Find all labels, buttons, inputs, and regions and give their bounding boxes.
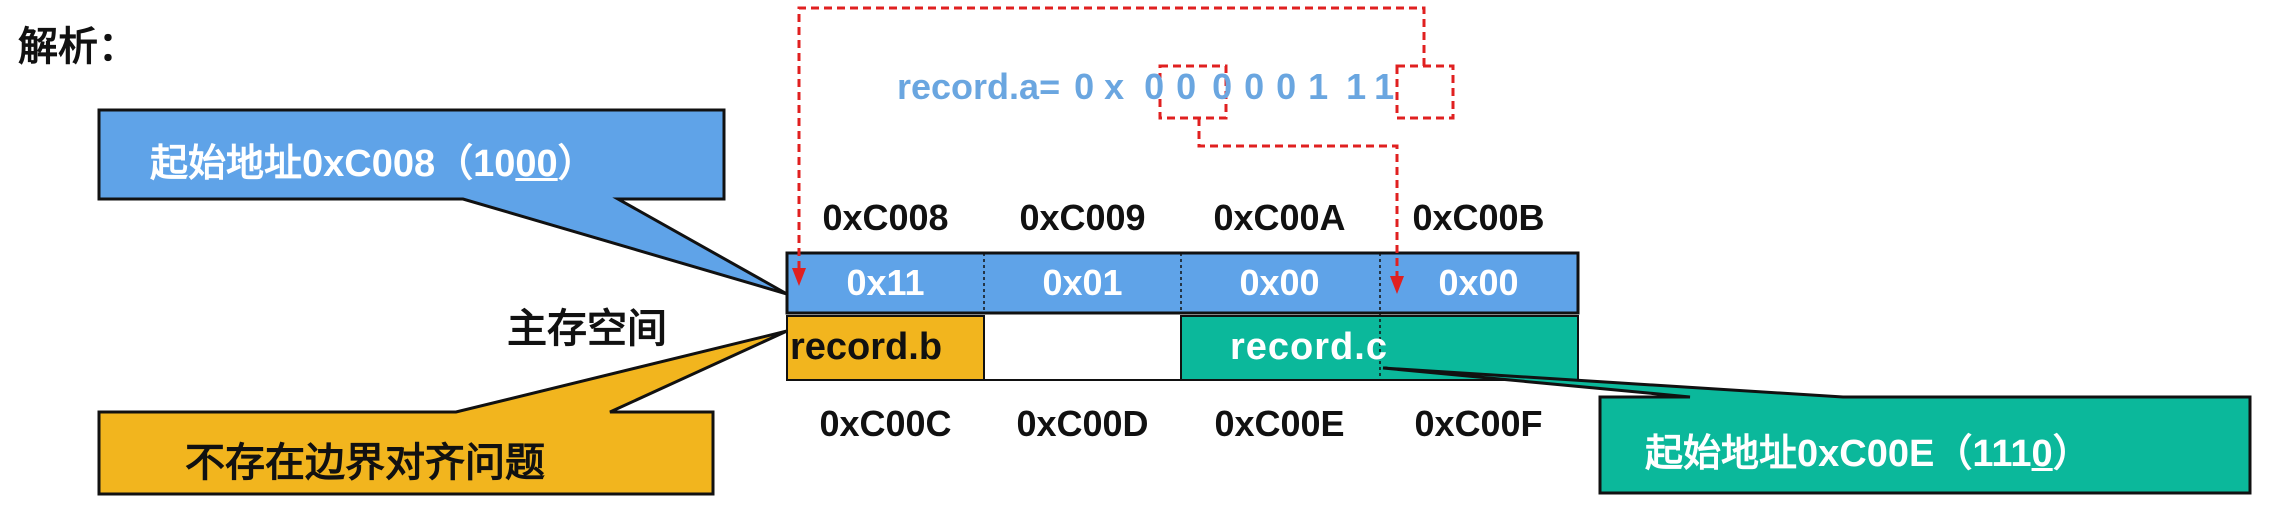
red-dashed-arrows (797, 6, 1455, 278)
memory-cell: 0x00 (1438, 262, 1519, 303)
address-label: 0xC00D (1016, 403, 1149, 444)
hex-digit: 0 (1276, 66, 1297, 107)
record-b-cell: record.b (790, 326, 943, 368)
record-b-bg (786, 315, 985, 381)
record-a-value: record.a= 0 x 0 0 0 0 0 1 1 1 (897, 66, 1398, 108)
hex-digit: 0 (1144, 66, 1165, 107)
address-label: 0xC00B (1412, 197, 1545, 238)
hex-digit: 1 (1308, 66, 1329, 107)
blue-callout-text: 起始地址0xC008（1000） (150, 143, 596, 185)
record-c-cell: record.c (1230, 326, 1388, 368)
teal-callout-shape (1382, 366, 2252, 495)
record-a-label: record.a= (897, 66, 1061, 107)
teal-callout-text: 起始地址0xC00E（1110） (1645, 433, 2091, 475)
orange-callout-shape (97, 329, 788, 496)
arrow-head (792, 268, 806, 286)
orange-callout-text: 不存在边界对齐问题 (185, 441, 545, 485)
hex-digit: 0 (1176, 66, 1197, 107)
address-label: 0xC00A (1213, 197, 1346, 238)
address-label: 0xC00F (1414, 403, 1543, 444)
memory-label: 主存空间 (507, 307, 667, 351)
memory-cell: 0x01 (1042, 262, 1123, 303)
address-label: 0xC00E (1214, 403, 1345, 444)
arrow-head (1390, 276, 1404, 294)
address-label: 0xC008 (822, 197, 949, 238)
memory-cell: 0x11 (846, 262, 925, 303)
row1-bg (785, 251, 1580, 315)
hex-digit: 1 (1346, 66, 1367, 107)
heading: 解析： (18, 25, 138, 69)
hex-digit: 0 (1212, 66, 1233, 107)
hex-prefix: 0 x (1074, 66, 1125, 107)
hex-digit: 1 (1374, 66, 1395, 107)
blue-callout-shape (97, 108, 788, 296)
memory-cell: 0x00 (1239, 262, 1320, 303)
address-label: 0xC00C (819, 403, 952, 444)
address-label: 0xC009 (1019, 197, 1146, 238)
hex-digit: 0 (1244, 66, 1265, 107)
